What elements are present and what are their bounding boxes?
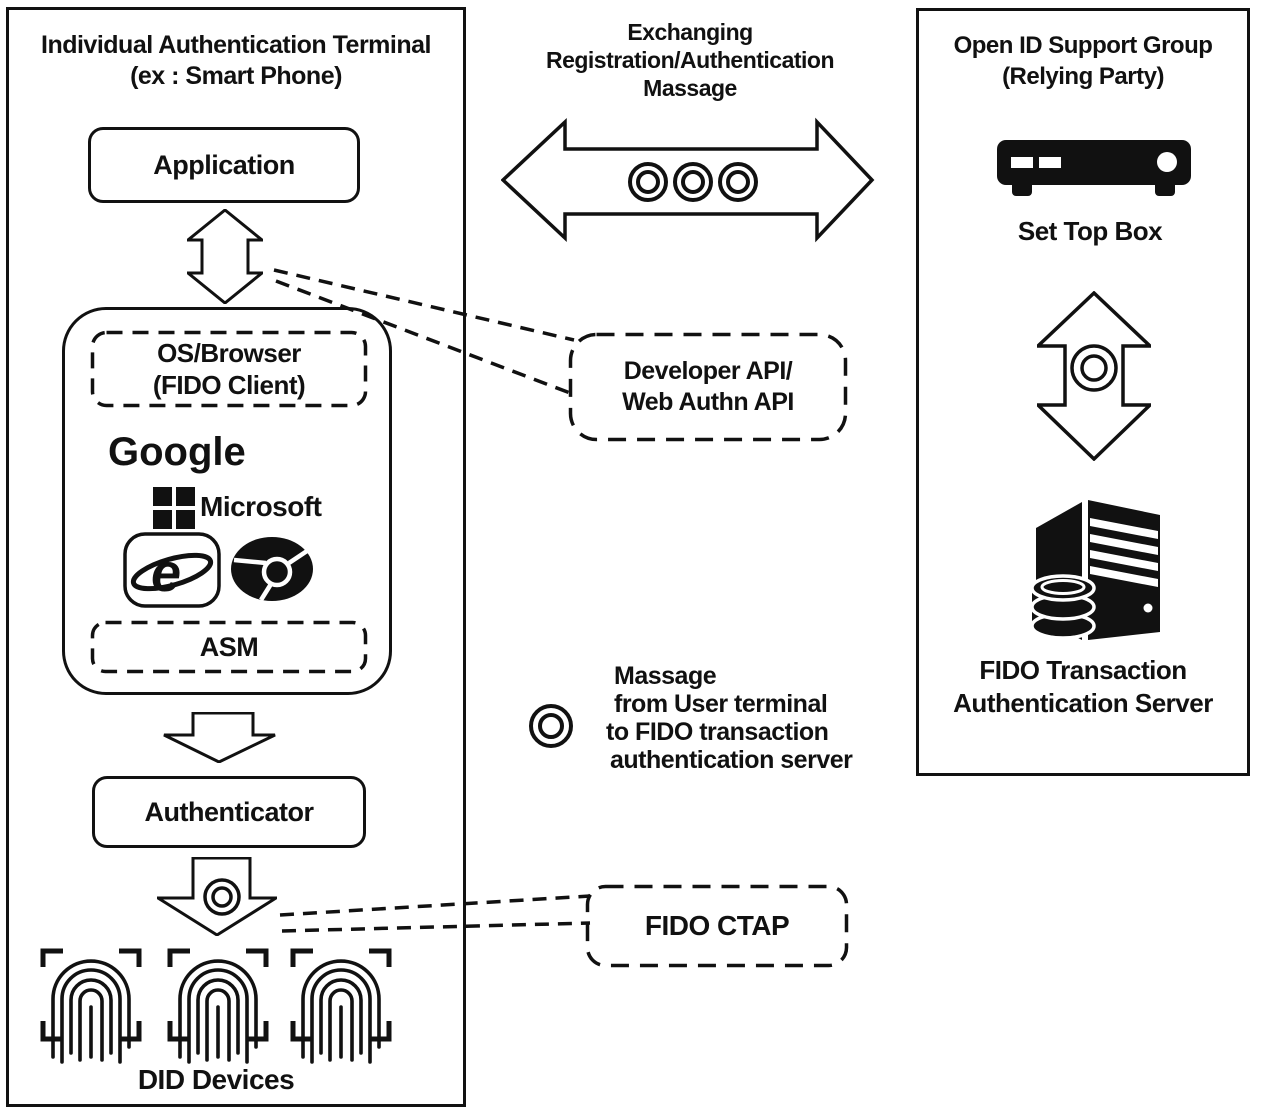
application-label: Application — [153, 149, 295, 180]
message-donut-icons — [628, 162, 758, 202]
legend-line4: authentication server — [610, 746, 853, 774]
developer-api-label: Developer API/ Web Authn API — [622, 356, 794, 418]
microsoft-logo-icon — [153, 487, 195, 529]
ie-e-glyph: e — [151, 543, 181, 603]
developer-api-line2: Web Authn API — [622, 388, 794, 416]
legend-donut-icon — [529, 704, 573, 748]
dashed-border — [90, 620, 368, 674]
down-arrow-icon — [163, 712, 276, 763]
server-database-icon — [1030, 500, 1160, 640]
legend-line3: to FIDO transaction — [606, 718, 829, 746]
server-label-line1: FIDO Transaction — [979, 655, 1187, 685]
right-panel-title-line2: (Relying Party) — [1002, 63, 1164, 90]
developer-api-box: Developer API/ Web Authn API — [568, 332, 848, 442]
set-top-box-label: Set Top Box — [1017, 216, 1163, 246]
fido-ctap-label: FIDO CTAP — [644, 910, 790, 941]
left-panel-title: Individual Authentication Terminal (ex :… — [10, 30, 462, 92]
microsoft-logo-text: Microsoft — [200, 491, 322, 522]
internet-explorer-icon: e — [123, 532, 221, 608]
left-panel-title-line1: Individual Authentication Terminal — [41, 31, 431, 59]
os-browser-box: OS/Browser (FIDO Client) — [90, 330, 368, 408]
developer-api-line1: Developer API/ — [623, 357, 793, 385]
down-arrow-with-message-icon — [157, 857, 277, 936]
os-browser-label: OS/Browser (FIDO Client) — [152, 337, 306, 401]
legend-text: Massage from User terminal to FIDO trans… — [606, 662, 886, 774]
fingerprint-icon — [290, 948, 392, 1064]
application-box: Application — [88, 127, 360, 203]
exchange-title-line2: Registration/Authentication — [545, 47, 835, 73]
asm-box: ASM — [90, 620, 368, 674]
vertical-double-arrow-with-message-icon — [1037, 291, 1151, 461]
fingerprint-icon — [167, 948, 269, 1064]
legend-line2: from User terminal — [614, 690, 828, 718]
authenticator-label: Authenticator — [144, 796, 315, 827]
exchange-title-line3: Massage — [643, 75, 737, 101]
authenticator-box: Authenticator — [92, 776, 366, 848]
fingerprint-icon — [40, 948, 142, 1064]
right-panel-title: Open ID Support Group (Relying Party) — [920, 30, 1246, 92]
horizontal-double-arrow-icon — [501, 117, 875, 243]
legend-line1: Massage — [614, 662, 717, 690]
set-top-box-icon — [997, 140, 1191, 196]
left-panel-title-line2: (ex : Smart Phone) — [130, 62, 342, 90]
exchange-title: Exchanging Registration/Authentication M… — [470, 18, 910, 102]
chrome-icon — [231, 537, 313, 602]
os-browser-line1: OS/Browser — [157, 338, 301, 368]
os-browser-line2: (FIDO Client) — [152, 370, 306, 400]
asm-label: ASM — [199, 631, 259, 662]
did-devices-label: DID Devices — [137, 1064, 295, 1095]
exchange-title-line1: Exchanging — [627, 19, 753, 45]
server-label: FIDO Transaction Authentication Server — [920, 654, 1246, 720]
server-label-line2: Authentication Server — [953, 688, 1213, 718]
vertical-double-arrow-icon — [187, 209, 263, 304]
right-panel-title-line1: Open ID Support Group — [953, 32, 1213, 59]
fido-ctap-box: FIDO CTAP — [585, 884, 849, 968]
google-logo: Google — [108, 430, 246, 474]
